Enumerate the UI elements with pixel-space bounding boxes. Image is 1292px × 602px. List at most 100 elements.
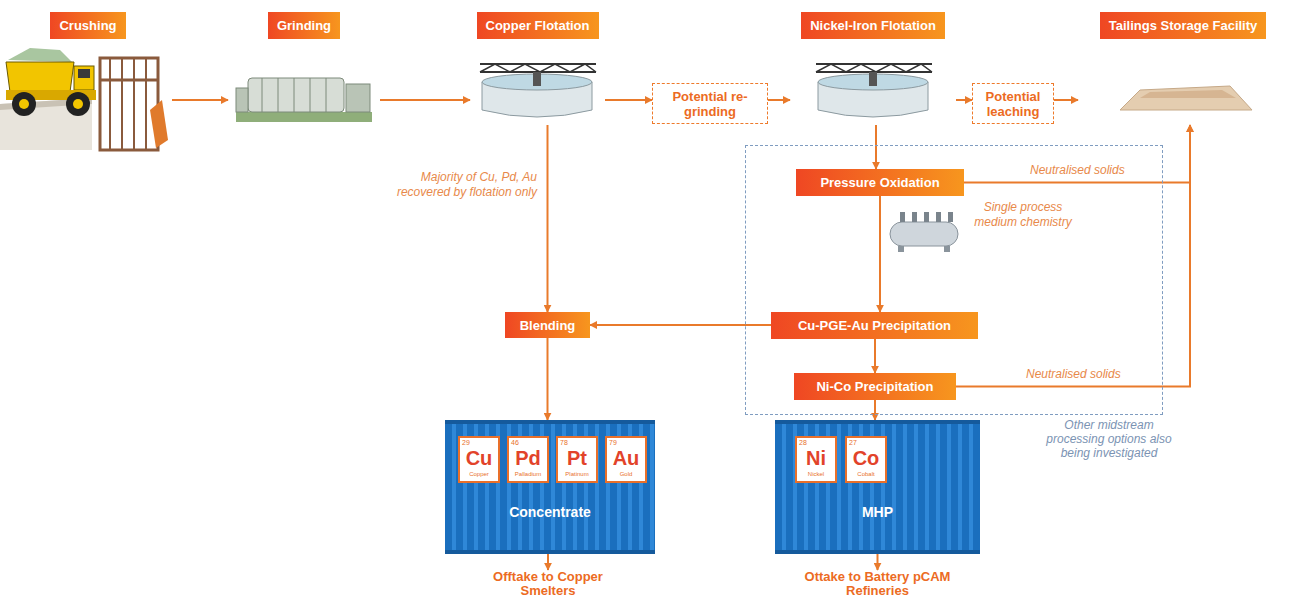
autoclave-part [900,212,905,222]
flow-arrow [380,99,470,101]
autoclave-part [898,246,904,252]
annotation-note: Majority of Cu, Pd, Au recovered by flot… [385,170,537,200]
flotation-tank-part [816,64,932,72]
haul-truck-crusher-part [109,58,111,150]
grinding-mill-part [310,78,311,112]
element-tile: 29CuCopper [458,436,500,483]
haul-truck-crusher-part [150,100,168,148]
flow-arrow [172,99,228,101]
haul-truck-crusher-part [12,92,36,116]
node-label: Potential re-grinding [655,89,765,119]
autoclave-part [948,212,953,222]
autoclave-part [924,212,929,222]
flow-arrow [547,554,549,570]
element-symbol: Cu [460,447,498,469]
node-label: Concentrate [445,504,655,520]
element-name: Cobalt [847,470,885,478]
element-tile: 78PtPlatinum [556,436,598,483]
node-label: MHP [775,504,980,520]
element-name: Gold [607,470,645,478]
flow-arrow [956,99,972,101]
flow-arrow [874,400,876,420]
atomic-number: 29 [462,439,470,447]
flow-arrow [879,196,881,312]
grinding-mill-part [248,78,344,112]
flow-arrow [956,125,1190,387]
flotation-tank-part [533,72,541,86]
shipping-container: Concentrate29CuCopper46PdPalladium78PtPl… [445,420,655,554]
edge-label: Neutralised solids [1027,163,1128,177]
haul-truck-crusher-part [100,58,158,150]
autoclave-part [944,246,950,252]
process-box: Pressure Oxidation [796,169,964,196]
stage-column: Copper Flotation [470,12,605,125]
element-tile: 28NiNickel [795,436,837,483]
haul-truck-crusher-part [73,99,83,109]
process-box: Cu-PGE-Au Precipitation [771,312,978,339]
haul-truck-crusher-part [78,69,90,78]
haul-truck-crusher-part [133,58,135,150]
node-label: Offtake to Copper Smelters [491,570,605,598]
process-box: Blending [505,312,590,338]
atomic-number: 27 [849,439,857,447]
grinding-mill-part [236,112,372,122]
flow-arrow [547,338,549,420]
node-label: Ottake to Battery pCAM Refineries [800,570,955,598]
grinding-mill-part [294,78,295,112]
grinding-mill-part [236,88,248,112]
flow-arrow [875,125,877,169]
element-symbol: Au [607,447,645,469]
haul-truck-crusher-part [8,48,72,62]
autoclave-part [936,212,941,222]
shipping-container: MHP 28NiNickel 27CoCobalt [775,420,980,554]
optional-step-box: Potential leaching [972,83,1054,124]
offtake-text: Ottake to Battery pCAM Refineries [800,570,955,598]
flow-arrow [590,324,771,326]
autoclave [890,212,958,252]
process-box: Ni-Co Precipitation [794,373,956,400]
element-tile: 79AuGold [605,436,647,483]
grinding-mill-part [346,84,370,112]
annotation-note: Single process medium chemistry [968,200,1078,230]
stage-column: Grinding [228,12,380,125]
node-label: Cu-PGE-Au Precipitation [798,318,951,333]
haul-truck-crusher-part [19,99,29,109]
stage-column: Tailings Storage Facility [1078,12,1288,125]
element-name: Copper [460,470,498,478]
tailings-dam [1120,86,1252,110]
node-label: Pressure Oxidation [820,175,939,190]
flow-arrow [1054,99,1078,101]
atomic-number: 28 [799,439,807,447]
flow-arrow [768,99,790,101]
haul-truck-crusher-part [145,58,147,150]
element-symbol: Pt [558,447,596,469]
element-name: Nickel [797,470,835,478]
grinding-mill-part [326,78,327,112]
autoclave-part [912,212,917,222]
atomic-number: 46 [511,439,519,447]
flotation-tank-part [480,64,596,72]
flow-arrow [877,554,879,570]
flotation-tank-part [869,72,877,86]
haul-truck-crusher-part [100,79,158,82]
element-name: Platinum [558,470,596,478]
autoclave-part [890,222,958,246]
flow-arrow [874,339,876,373]
flow-arrow [605,99,652,101]
atomic-number: 79 [609,439,617,447]
flotation-tank [816,64,932,117]
element-name: Palladium [509,470,547,478]
edge-label: Neutralised solids [1023,367,1124,381]
haul-truck-crusher-part [121,58,123,150]
element-symbol: Co [847,447,885,469]
grinding-mill-part [262,78,263,112]
flow-arrow [547,125,549,312]
flotation-tank [480,64,596,117]
element-tile: 46PdPalladium [507,436,549,483]
grinding-mill [236,78,372,122]
node-label: Potential leaching [975,89,1051,119]
haul-truck-crusher-part [66,92,90,116]
stage-column: Nickel-Iron Flotation [790,12,956,125]
node-label: Tailings Storage Facility [1100,12,1267,39]
